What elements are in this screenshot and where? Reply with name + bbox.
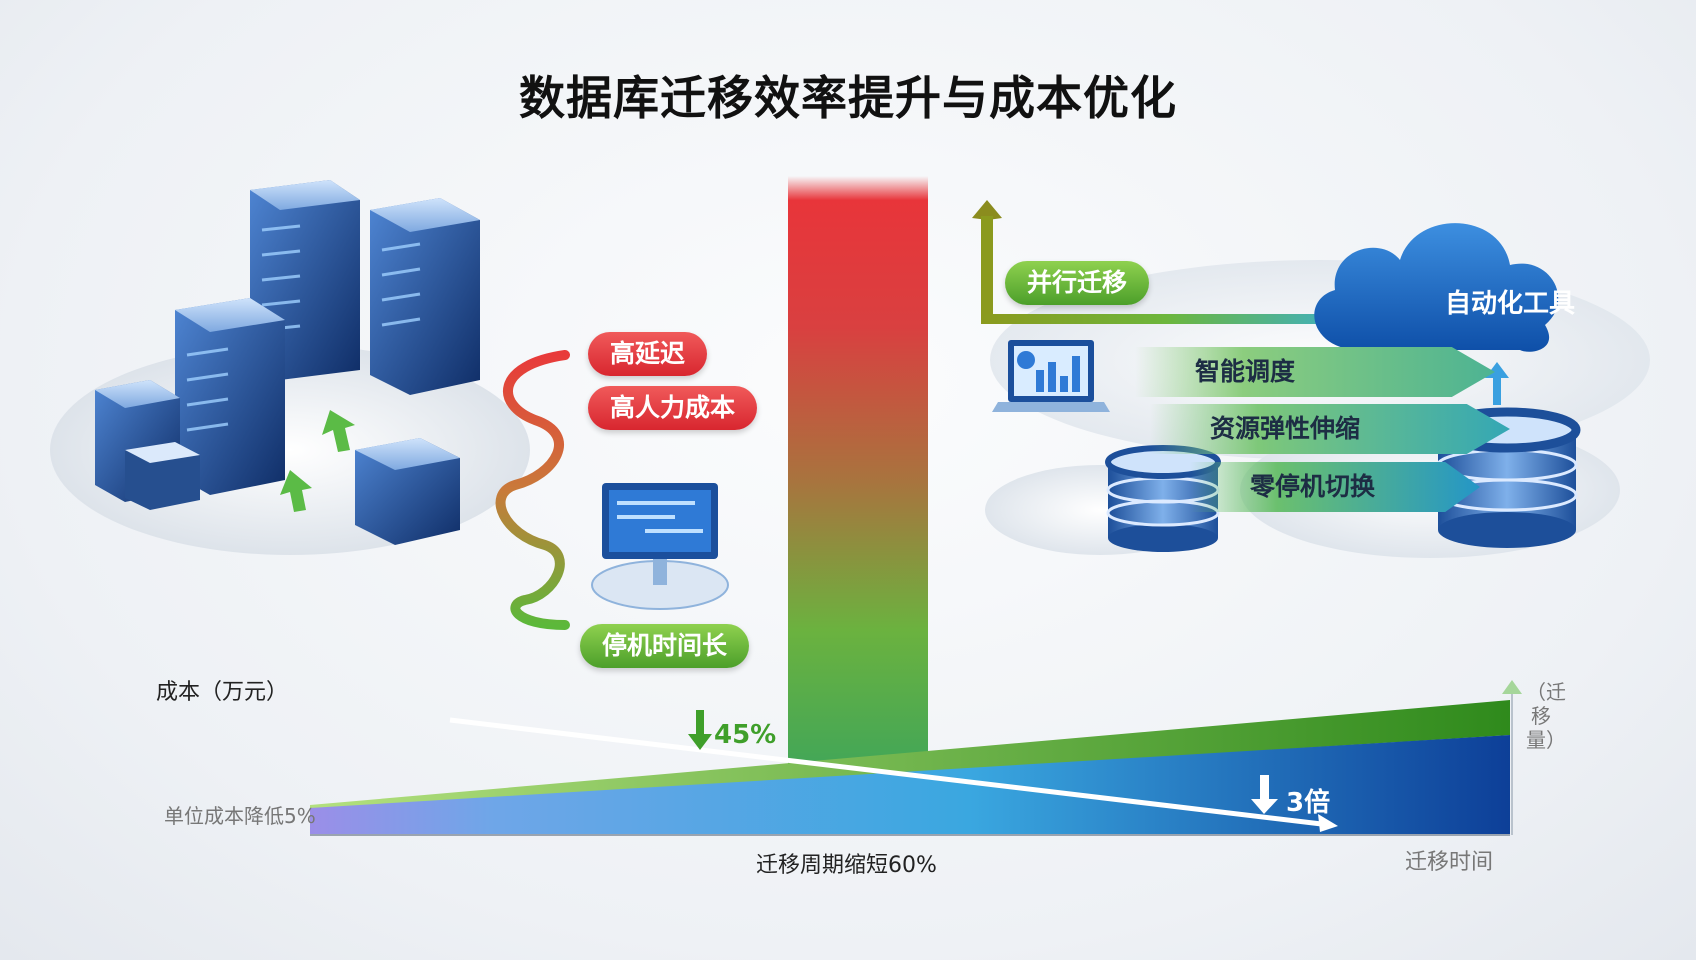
cloud-label: 自动化工具 — [1445, 289, 1576, 319]
automation-illustration — [972, 200, 1650, 558]
arrow-right-icon — [1318, 814, 1338, 832]
cost-efficiency-chart — [310, 680, 1522, 836]
transition-divider-bar — [788, 176, 928, 782]
time-axis-label: 迁移时间 — [1405, 850, 1494, 875]
efficiency-multiplier-label: 3倍 — [1286, 788, 1331, 818]
wave-connector — [495, 350, 570, 630]
arrow-down-icon — [1251, 775, 1278, 814]
monitor-icon — [591, 483, 729, 610]
laptop-icon — [992, 340, 1110, 412]
legacy-servers-illustration — [50, 180, 530, 555]
server-unit-icon — [355, 438, 460, 545]
cost-drop-label: 45% — [714, 720, 777, 750]
cost-axis-label: 成本（万元） — [156, 680, 289, 705]
page-title: 数据库迁移效率提升与成本优化 — [519, 71, 1177, 125]
pain-point-downtime: 停机时间长 — [580, 624, 750, 668]
unit-cost-label: 单位成本降低5% — [164, 804, 316, 828]
server-unit-icon — [125, 442, 200, 510]
pain-point-labor-cost: 高人力成本 — [588, 386, 758, 430]
arrow-down-icon — [688, 710, 712, 750]
throughput-band — [310, 700, 1510, 810]
cloud-icon — [1314, 223, 1559, 352]
arrow-down-icon — [280, 410, 355, 512]
cycle-reduction-label: 迁移周期缩短60% — [756, 853, 937, 878]
throughput-axis-label: （迁移量） — [1526, 680, 1566, 752]
arrow-up-icon — [972, 200, 1351, 324]
server-rack-icon — [370, 198, 480, 395]
arrow-elastic-resources: 资源弹性伸缩 — [1150, 404, 1510, 454]
cost-trend-line — [449, 717, 1331, 828]
server-rack-icon — [175, 298, 285, 495]
arrow-smart-scheduling: 智能调度 — [1135, 347, 1495, 397]
arrow-zero-downtime: 零停机切换 — [1190, 462, 1480, 512]
pain-point-latency: 高延迟 — [588, 332, 708, 376]
arrow-up-icon — [1502, 680, 1522, 694]
parallel-migration-pill: 并行迁移 — [1005, 261, 1150, 305]
